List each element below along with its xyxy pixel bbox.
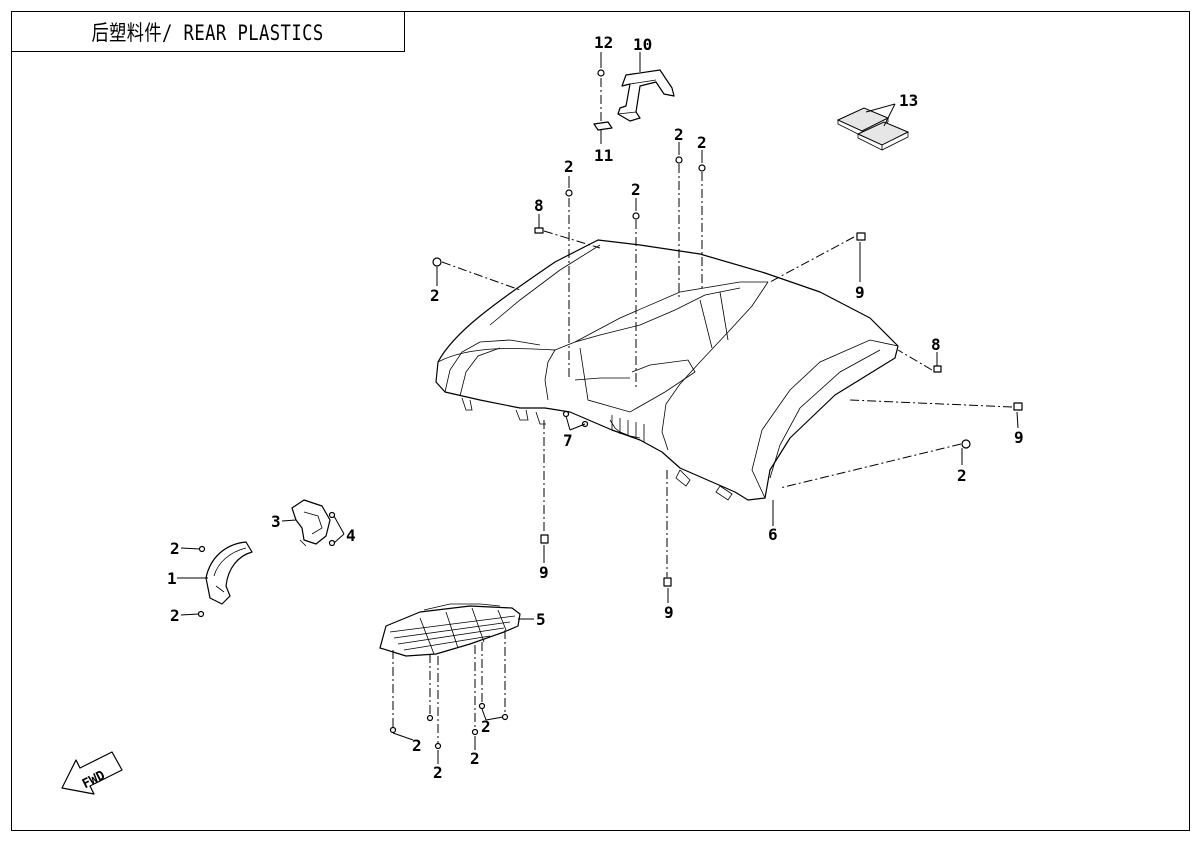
callout-2: 2 bbox=[481, 717, 491, 736]
nut-9 bbox=[540, 534, 549, 544]
assembly-lines bbox=[392, 78, 1013, 743]
callout-9: 9 bbox=[539, 563, 549, 582]
callout-2: 2 bbox=[697, 133, 707, 152]
bolt-2 bbox=[197, 610, 205, 618]
rear-fender-part-6 bbox=[435, 239, 899, 501]
bolt-4 bbox=[328, 539, 336, 547]
guard-part-1 bbox=[205, 541, 253, 605]
nut-9 bbox=[663, 577, 672, 587]
callout-2: 2 bbox=[564, 157, 574, 176]
callout-7: 7 bbox=[563, 431, 573, 450]
bolt-2 bbox=[698, 164, 706, 172]
page-title: 后塑料件/ REAR PLASTICS bbox=[91, 20, 325, 45]
callout-9: 9 bbox=[664, 603, 674, 622]
callout-2: 2 bbox=[430, 286, 440, 305]
callout-1: 1 bbox=[167, 569, 177, 588]
bolt-2 bbox=[632, 212, 640, 220]
bolt-2 bbox=[426, 714, 434, 722]
callout-9: 9 bbox=[1014, 428, 1024, 447]
callout-11: 11 bbox=[594, 146, 613, 165]
leader-lines bbox=[177, 52, 1019, 764]
bracket-part-10 bbox=[617, 69, 675, 122]
bolt-7 bbox=[562, 410, 570, 418]
bolt-4 bbox=[328, 511, 336, 519]
bracket-part-3 bbox=[291, 499, 331, 547]
callout-2: 2 bbox=[170, 606, 180, 625]
callout-3: 3 bbox=[271, 512, 281, 531]
callout-6: 6 bbox=[768, 525, 778, 544]
nut-9 bbox=[856, 232, 866, 241]
pads-part-13 bbox=[836, 107, 910, 151]
title-box: 后塑料件/ REAR PLASTICS bbox=[11, 11, 405, 52]
callout-12: 12 bbox=[594, 33, 613, 52]
callout-2: 2 bbox=[674, 125, 684, 144]
callout-2: 2 bbox=[957, 466, 967, 485]
callout-10: 10 bbox=[633, 35, 652, 54]
callout-2: 2 bbox=[631, 180, 641, 199]
callout-2: 2 bbox=[412, 736, 422, 755]
bolt-2 bbox=[675, 156, 683, 164]
callout-2: 2 bbox=[433, 763, 443, 782]
callout-2: 2 bbox=[470, 749, 480, 768]
fasteners bbox=[197, 69, 1023, 750]
callout-8: 8 bbox=[534, 196, 544, 215]
clip-8 bbox=[534, 227, 544, 234]
bolt-2 bbox=[434, 742, 442, 750]
bolt-2 bbox=[471, 728, 479, 736]
nut-9 bbox=[1013, 402, 1023, 411]
bolt-2 bbox=[478, 702, 486, 710]
clip-part-11 bbox=[593, 121, 613, 131]
callout-2: 2 bbox=[170, 539, 180, 558]
bolt-2 bbox=[389, 726, 397, 734]
callout-labels: 12 10 11 13 2 2 2 2 8 8 2 9 9 2 7 6 9 9 … bbox=[167, 33, 1024, 782]
clip-8 bbox=[933, 365, 942, 373]
callout-13: 13 bbox=[899, 91, 918, 110]
callout-9: 9 bbox=[855, 283, 865, 302]
bolt-2 bbox=[432, 257, 442, 267]
drawing-frame bbox=[11, 11, 1190, 831]
bolt-2 bbox=[961, 439, 971, 449]
screw-part-12 bbox=[597, 69, 605, 77]
callout-5: 5 bbox=[536, 610, 546, 629]
bolt-2 bbox=[198, 545, 206, 553]
bolt-2 bbox=[501, 713, 509, 721]
fwd-arrow-icon: FWD bbox=[61, 751, 123, 795]
callout-4: 4 bbox=[346, 526, 356, 545]
bolt-2 bbox=[565, 189, 573, 197]
callout-8: 8 bbox=[931, 335, 941, 354]
skid-plate-part-5 bbox=[379, 603, 521, 657]
